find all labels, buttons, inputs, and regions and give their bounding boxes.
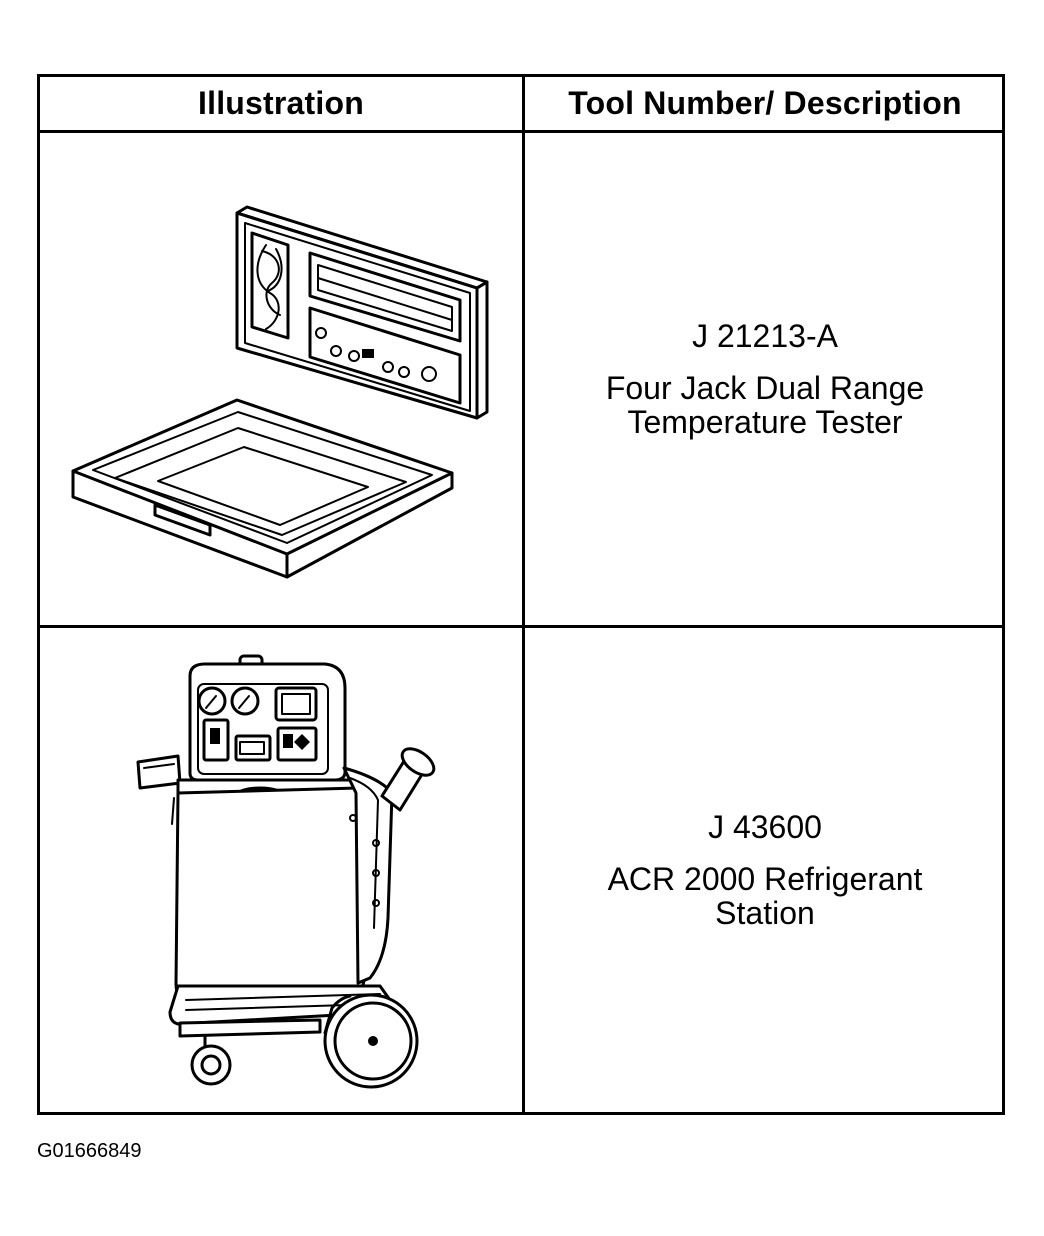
- header-tool-description: Tool Number/ Description: [568, 85, 962, 121]
- header-divider: [40, 130, 1002, 133]
- refrigerant-station-cart-icon: [136, 654, 436, 1089]
- figure-id: G01666849: [37, 1140, 142, 1162]
- header-illustration: Illustration: [198, 85, 364, 121]
- row-2-description: J 43600 ACR 2000 Refrigerant Station: [525, 628, 1005, 1112]
- tool-description: Four Jack Dual Range Temperature Tester: [605, 370, 925, 440]
- tool-number: J 43600: [708, 809, 822, 845]
- tool-number: J 21213-A: [692, 318, 838, 354]
- tool-table: Illustration Tool Number/ Description: [37, 74, 1005, 1115]
- row-1-illustration: [40, 133, 522, 625]
- temperature-tester-case-icon: [71, 205, 489, 579]
- row-divider: [40, 625, 1002, 628]
- tool-description: ACR 2000 Refrigerant Station: [607, 861, 923, 931]
- row-1-description: J 21213-A Four Jack Dual Range Temperatu…: [525, 133, 1005, 625]
- column-divider: [522, 77, 525, 1112]
- row-2-illustration: [40, 628, 522, 1112]
